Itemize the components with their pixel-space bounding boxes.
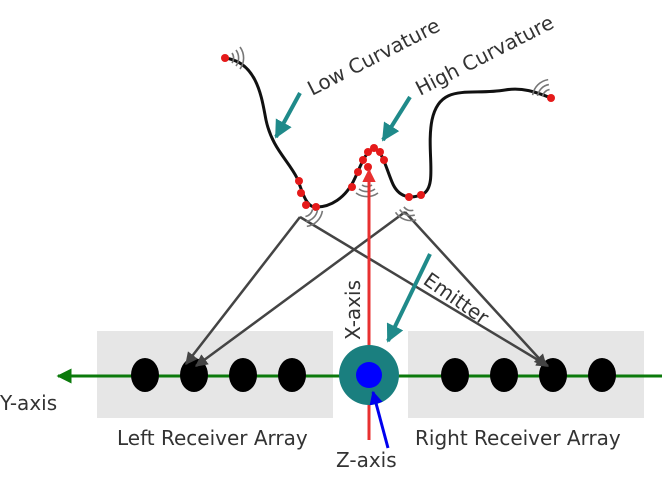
x-axis-label: X-axis xyxy=(341,280,365,340)
y-axis-label: Y-axis xyxy=(0,391,57,415)
ray-left-echo-to-right-array xyxy=(299,215,550,368)
right-receiver-array-label: Right Receiver Array xyxy=(415,426,621,450)
sample-point xyxy=(417,191,425,199)
emitter-arrow xyxy=(386,253,432,343)
receiver xyxy=(180,358,208,392)
sample-point xyxy=(221,54,229,62)
left-receiver-array-label: Left Receiver Array xyxy=(117,426,308,450)
z-axis-label: Z-axis xyxy=(336,448,397,472)
receiver xyxy=(441,358,469,392)
receiver xyxy=(131,358,159,392)
sample-point xyxy=(354,168,362,176)
high-curvature-arrow xyxy=(381,95,412,142)
left-receivers xyxy=(131,358,306,392)
sound-wave-icon xyxy=(355,184,379,198)
receiver xyxy=(490,358,518,392)
emitter-inner xyxy=(356,362,382,388)
sound-wave-icon xyxy=(305,209,324,228)
sample-point xyxy=(364,148,372,156)
receiver xyxy=(588,358,616,392)
sample-point xyxy=(312,203,320,211)
z-axis-arrow xyxy=(369,390,390,449)
sample-point xyxy=(370,144,378,152)
sample-point xyxy=(297,189,305,197)
receiver xyxy=(229,358,257,392)
sample-point xyxy=(547,94,555,102)
sample-point xyxy=(364,163,372,171)
sound-wave-icon xyxy=(394,206,417,222)
ray-right-echo-to-right-array xyxy=(404,211,547,367)
low-curvature-arrow xyxy=(274,92,302,139)
sample-point xyxy=(376,148,384,156)
sound-wave-icon xyxy=(531,78,550,97)
sample-point xyxy=(302,201,310,209)
receiver xyxy=(278,358,306,392)
sample-point xyxy=(359,156,367,164)
sample-points xyxy=(221,54,555,211)
sample-point xyxy=(348,183,356,191)
sample-point xyxy=(295,177,303,185)
sample-point xyxy=(405,193,413,201)
ray-left-echo-to-left-array xyxy=(185,216,301,365)
sound-wave-icon xyxy=(231,46,245,70)
sample-point xyxy=(380,156,388,164)
